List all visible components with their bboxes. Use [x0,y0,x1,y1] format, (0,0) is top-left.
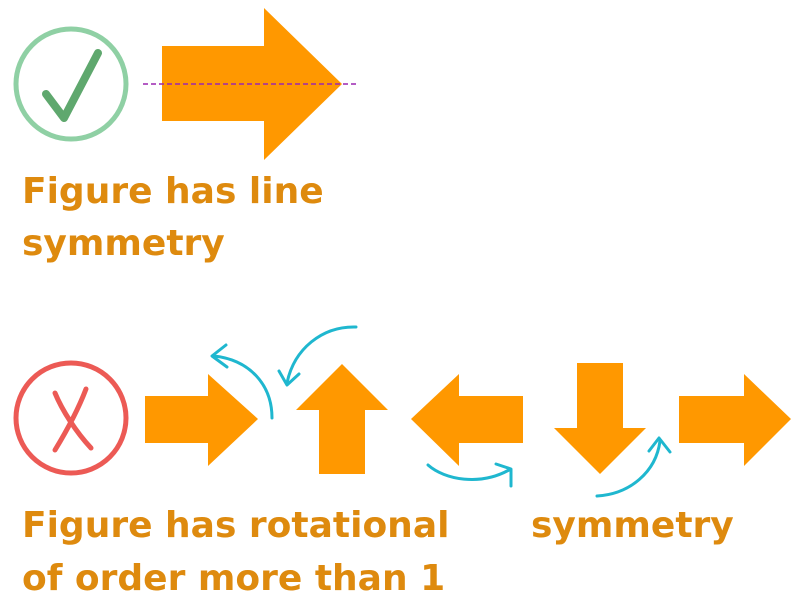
check-icon [13,26,129,142]
caption-rotational-line-3: symmetry [531,505,734,546]
check-ring [13,26,129,142]
rotation-indicators [210,325,672,498]
caption-line: Figure has line [22,171,324,212]
check-mark-icon [42,49,102,122]
cross-ring [13,360,129,476]
curved-rotation-arrow-icon [426,462,513,488]
caption-line: symmetry [22,223,225,264]
cross-icon [13,360,129,476]
arrow-up [296,364,388,474]
curved-rotation-arrow-icon [595,436,672,498]
cross-mark-icon [52,386,94,453]
rotated-arrow-sequence [145,363,791,474]
curved-rotation-arrow-icon [210,343,274,420]
arrow-right-final [679,374,791,466]
arrow-left [411,374,523,466]
arrow-right [145,374,258,466]
caption-line-symmetry: Figure has line symmetry [22,166,324,270]
arrow-down [554,363,646,474]
caption-rotational-line-2: of order more than 1 [22,558,446,599]
caption-rotational-line-1: Figure has rotational [22,505,450,546]
curved-rotation-arrow-icon [277,325,358,387]
